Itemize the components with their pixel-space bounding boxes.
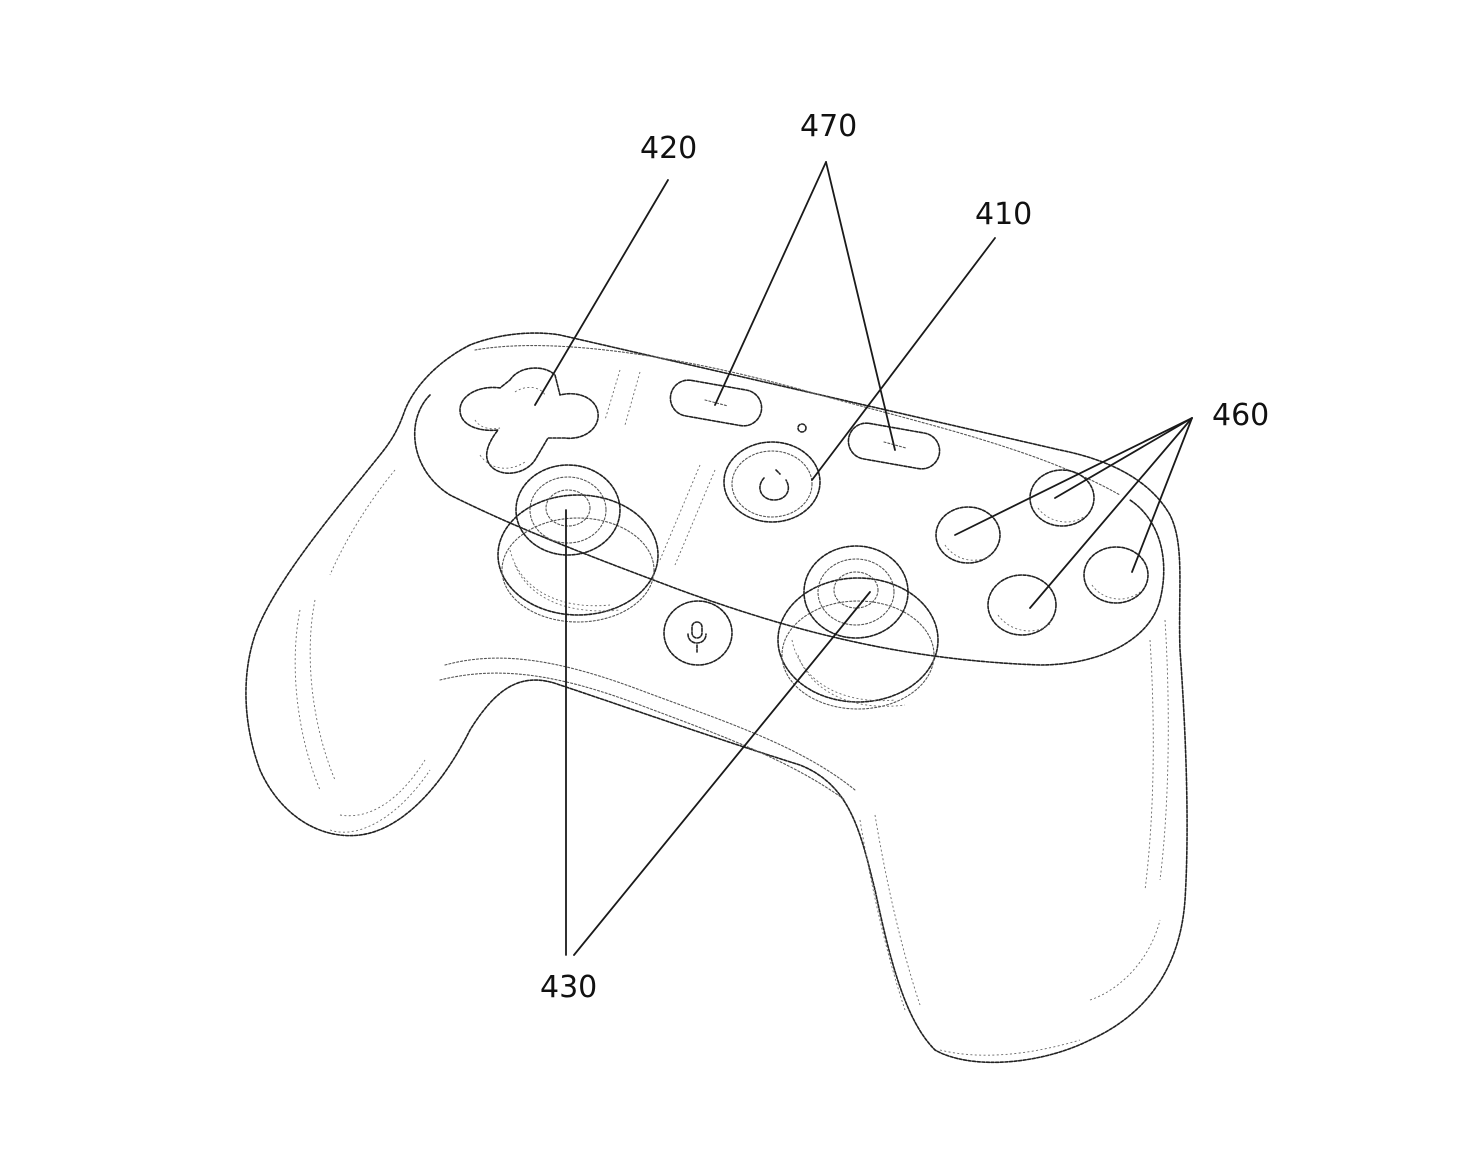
leader-430-right <box>573 591 871 956</box>
menu-glyph-right <box>883 441 907 449</box>
microphone-button <box>663 600 733 666</box>
label-420: 420 <box>640 131 697 166</box>
face-button-right <box>1083 546 1149 604</box>
controller-body <box>245 332 1188 1064</box>
face-button-bottom <box>987 574 1057 636</box>
label-430: 430 <box>540 970 597 1005</box>
leader-460-a <box>954 417 1193 536</box>
face-buttons <box>935 469 1149 636</box>
leader-470-right <box>825 161 896 451</box>
face-button-left <box>935 506 1001 564</box>
home-button <box>723 441 821 523</box>
indicator-light <box>797 423 807 433</box>
microphone-icon <box>687 621 707 653</box>
home-icon <box>759 477 790 501</box>
leader-lines <box>534 161 1193 956</box>
pill-button-right <box>847 422 941 470</box>
reference-numerals: 420 470 410 460 430 <box>540 109 1269 1005</box>
leader-410 <box>811 237 996 481</box>
left-analog-stick <box>497 464 659 623</box>
d-pad <box>459 367 599 474</box>
label-460: 460 <box>1212 398 1269 433</box>
pill-buttons <box>669 379 941 470</box>
leader-460-d <box>1131 417 1193 573</box>
pill-button-left <box>669 379 763 427</box>
face-button-top <box>1029 469 1095 527</box>
right-analog-stick <box>777 545 939 710</box>
leader-470-left <box>714 161 827 406</box>
leader-460-b <box>1054 417 1193 499</box>
leader-420 <box>534 179 669 406</box>
label-470: 470 <box>800 109 857 144</box>
leader-460-c <box>1029 417 1193 609</box>
label-410: 410 <box>975 197 1032 232</box>
